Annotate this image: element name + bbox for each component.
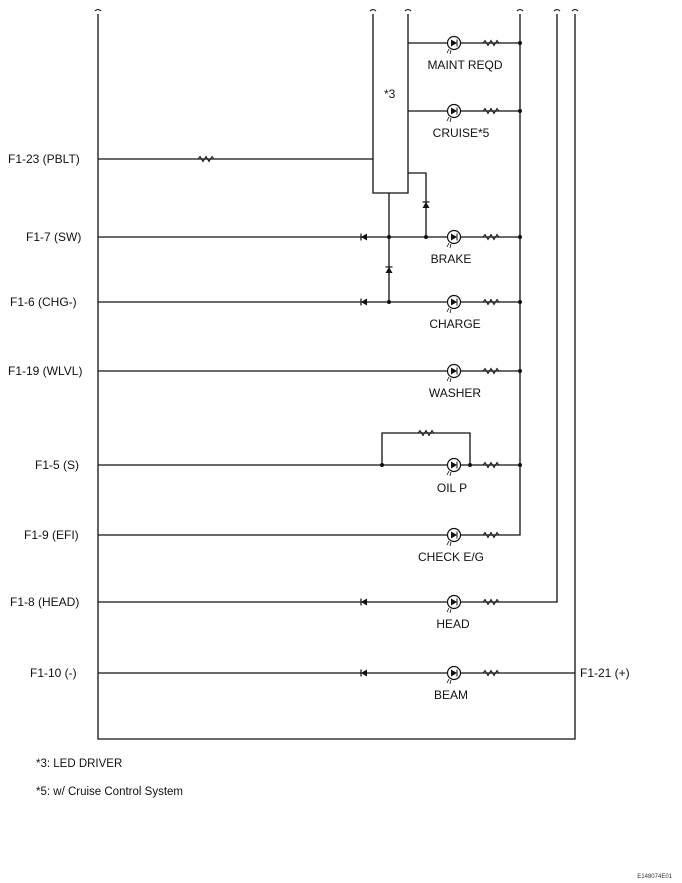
indicator-label-brake: BRAKE — [431, 252, 472, 266]
branch-cruise: CRUISE*5 — [408, 103, 522, 140]
branch-washer: F1-19 (WLVL) WASHER — [8, 363, 522, 400]
diode-icon — [360, 297, 368, 307]
drawing-code: E148074E01 — [637, 874, 672, 880]
branch-check-eg: F1-9 (EFI) CHECK E/G — [24, 527, 500, 564]
branch-beam: F1-10 (-) F1-21 (+) BEAM — [30, 665, 630, 702]
branch-charge: F1-6 (CHG-) CHARGE — [10, 294, 522, 331]
diode-icon — [421, 201, 431, 209]
pin-label-efi: F1-9 (EFI) — [24, 528, 79, 542]
lamp-icon — [446, 363, 462, 383]
indicator-label-check: CHECK E/G — [418, 550, 484, 564]
box-label: *3 — [384, 87, 396, 101]
branch-brake: F1-7 (SW) BRAKE — [26, 229, 522, 266]
indicator-label-oil: OIL P — [437, 481, 467, 495]
indicator-label-head: HEAD — [436, 617, 470, 631]
pin-label-pblt: F1-23 (PBLT) — [8, 152, 80, 166]
pin-label-chg: F1-6 (CHG-) — [10, 295, 77, 309]
indicator-label-washer: WASHER — [429, 386, 482, 400]
outer-frame — [94, 9, 579, 740]
lamp-icon — [446, 665, 462, 685]
branch-pblt: F1-23 (PBLT) — [8, 152, 373, 166]
led-driver-box: *3 — [369, 9, 412, 194]
diode-icon — [360, 597, 368, 607]
lamp-icon — [446, 294, 462, 314]
common-rails — [496, 9, 575, 674]
indicator-label-charge: CHARGE — [429, 317, 480, 331]
indicator-label-beam: BEAM — [434, 688, 468, 702]
footnote-led-driver: *3: LED DRIVER — [36, 758, 122, 770]
pin-label-head: F1-8 (HEAD) — [10, 595, 79, 609]
pin-label-plus: F1-21 (+) — [580, 666, 630, 680]
branch-head: F1-8 (HEAD) HEAD — [10, 594, 500, 631]
lamp-icon — [446, 35, 462, 55]
lamp-icon — [446, 103, 462, 123]
pin-label-wlvl: F1-19 (WLVL) — [8, 364, 82, 378]
diode-icon — [360, 232, 368, 242]
lamp-icon — [446, 594, 462, 614]
lamp-icon — [446, 527, 462, 547]
diode-icon — [384, 266, 394, 274]
footnote-cruise: *5: w/ Cruise Control System — [36, 786, 183, 798]
pin-label-sw: F1-7 (SW) — [26, 230, 81, 244]
pin-label-minus: F1-10 (-) — [30, 666, 77, 680]
lamp-icon — [446, 229, 462, 249]
branch-oil-p: F1-5 (S) OIL P — [35, 430, 522, 495]
indicator-label-cruise: CRUISE*5 — [433, 126, 490, 140]
lamp-icon — [446, 457, 462, 477]
diode-icon — [360, 668, 368, 678]
branch-maint-reqd: MAINT REQD — [408, 35, 522, 72]
indicator-label-maint: MAINT REQD — [427, 58, 502, 72]
pin-label-s: F1-5 (S) — [35, 458, 79, 472]
